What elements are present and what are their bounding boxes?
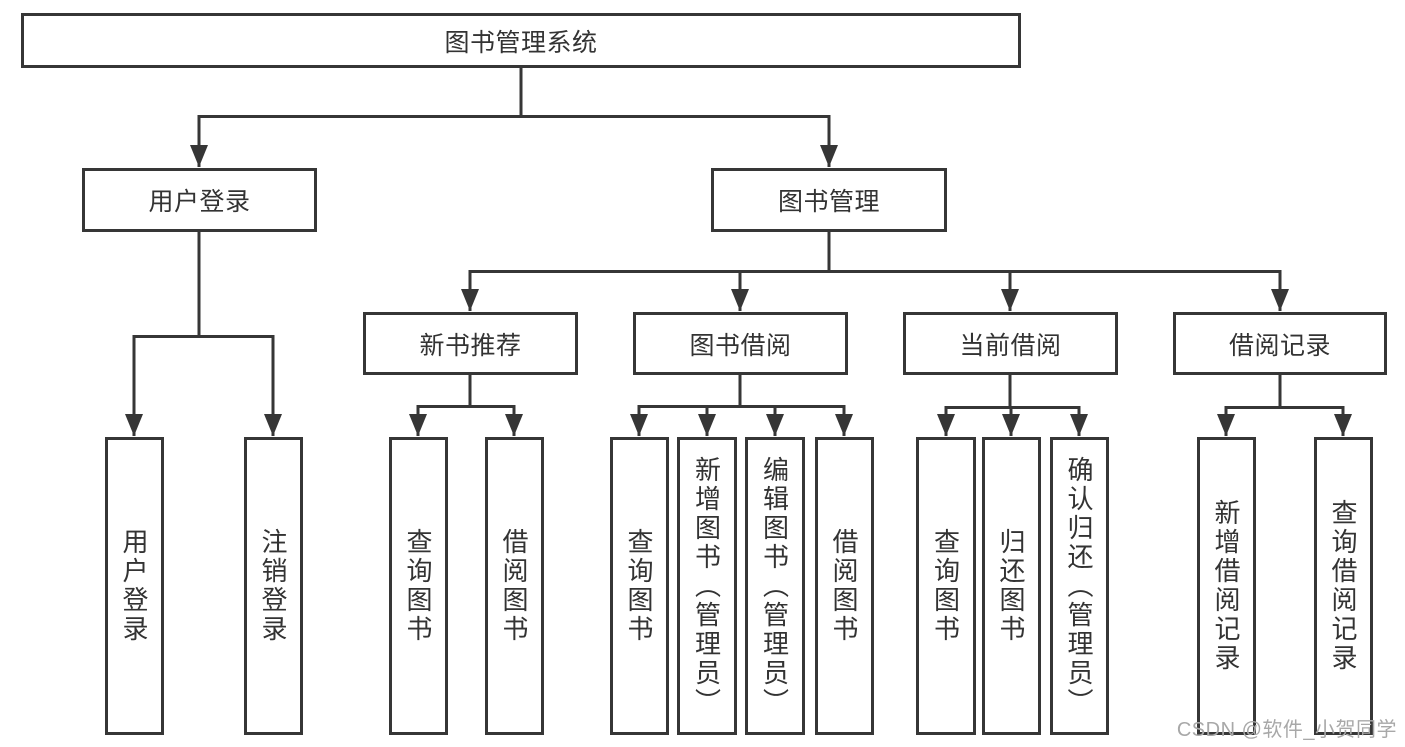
leaf-return-books-label: 归还图书	[996, 528, 1026, 644]
leaf-query-borrow-record: 查询借阅记录	[1314, 437, 1373, 735]
node-user-login: 用户登录	[82, 168, 317, 232]
node-book-management-label: 图书管理	[777, 188, 880, 216]
leaf-query-books-recommend: 查询图书	[389, 437, 448, 735]
leaf-edit-books-admin: 编辑图书（管理员）	[745, 437, 805, 735]
leaf-return-books: 归还图书	[982, 437, 1041, 735]
node-current-borrowing-label: 当前借阅	[959, 331, 1062, 360]
leaf-query-books-current-label: 查询图书	[930, 528, 961, 644]
leaf-edit-books-admin-label: 编辑图书（管理员）	[759, 455, 790, 717]
leaf-add-borrow-record-label: 新增借阅记录	[1211, 499, 1241, 673]
node-book-borrowing: 图书借阅	[633, 312, 848, 375]
node-borrowing-records-label: 借阅记录	[1228, 331, 1331, 360]
node-book-management: 图书管理	[711, 168, 947, 232]
leaf-add-books-admin: 新增图书（管理员）	[677, 437, 737, 735]
node-root: 图书管理系统	[21, 13, 1021, 68]
leaf-borrow-books-recommend-label: 借阅图书	[499, 528, 529, 644]
leaf-confirm-return-admin: 确认归还（管理员）	[1050, 437, 1109, 735]
leaf-user-login: 用户登录	[105, 437, 164, 735]
node-borrowing-records: 借阅记录	[1173, 312, 1387, 375]
node-new-book-recommendation-label: 新书推荐	[419, 331, 522, 360]
leaf-query-books-borrowing-label: 查询图书	[624, 528, 654, 644]
leaf-add-borrow-record: 新增借阅记录	[1197, 437, 1256, 735]
leaf-borrow-books-borrowing: 借阅图书	[815, 437, 874, 735]
leaf-logout-label: 注销登录	[258, 528, 288, 644]
node-user-login-label: 用户登录	[148, 188, 251, 216]
leaf-query-borrow-record-label: 查询借阅记录	[1328, 499, 1358, 673]
node-current-borrowing: 当前借阅	[903, 312, 1118, 375]
csdn-watermark: CSDN @软件_小贺同学	[1176, 719, 1397, 741]
leaf-user-login-label: 用户登录	[119, 528, 149, 644]
leaf-add-books-admin-label: 新增图书（管理员）	[691, 455, 722, 717]
leaf-query-books-borrowing: 查询图书	[610, 437, 669, 735]
leaf-logout: 注销登录	[244, 437, 303, 735]
leaf-borrow-books-recommend: 借阅图书	[485, 437, 544, 735]
node-book-borrowing-label: 图书借阅	[689, 331, 792, 360]
leaf-query-books-current: 查询图书	[916, 437, 976, 735]
leaf-confirm-return-admin-label: 确认归还（管理员）	[1064, 455, 1094, 717]
leaf-query-books-recommend-label: 查询图书	[403, 528, 433, 644]
leaf-borrow-books-borrowing-label: 借阅图书	[829, 528, 859, 644]
node-root-label: 图书管理系统	[444, 28, 598, 57]
node-new-book-recommendation: 新书推荐	[363, 312, 578, 375]
